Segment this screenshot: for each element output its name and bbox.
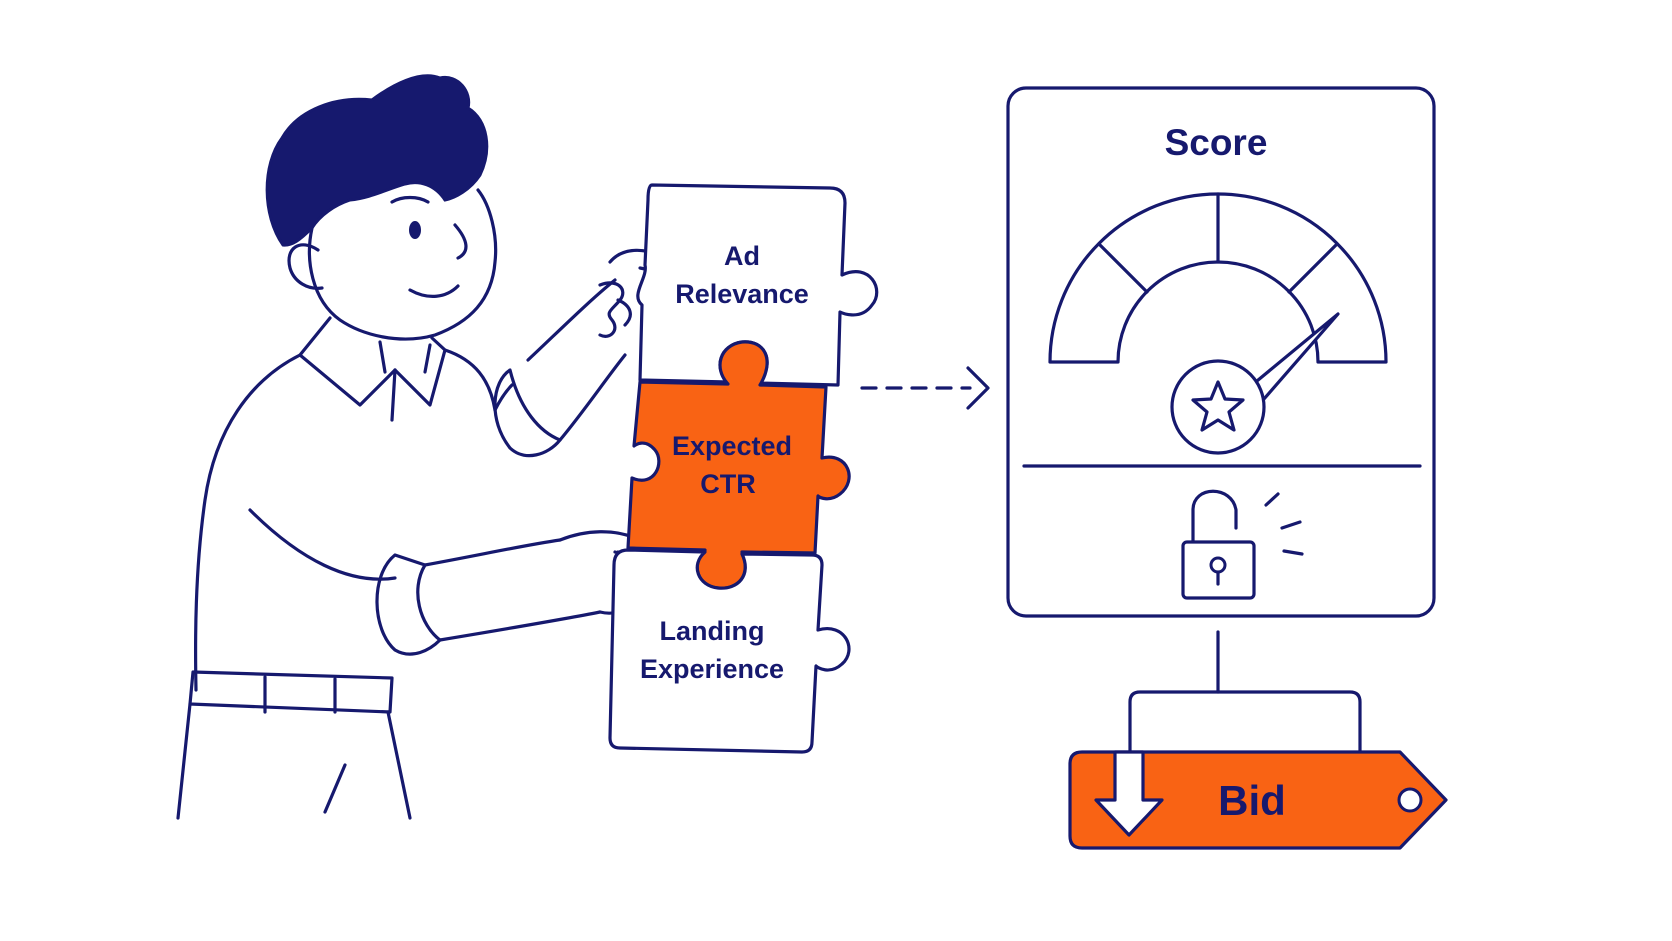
gauge-tick-1 (1097, 242, 1149, 294)
collar (298, 316, 447, 407)
face-outline (307, 188, 498, 341)
nose (453, 223, 468, 260)
leg-left (176, 702, 192, 820)
neck (378, 340, 432, 374)
puzzle-stack: Ad Relevance Expected CTR Landing Experi… (608, 183, 879, 754)
bid-label: Bid (1218, 777, 1286, 824)
padlock-shackle (1191, 489, 1238, 544)
score-panel: Score (1006, 86, 1436, 618)
puzzle-bottom-line2: Experience (640, 654, 784, 684)
puzzle-top-line2: Relevance (675, 279, 809, 309)
sleeve-cuff-upper (493, 368, 562, 458)
puzzle-piece-landing-experience (608, 548, 851, 754)
padlock-body (1181, 540, 1256, 600)
forearm-upper (526, 278, 627, 442)
hair (265, 74, 489, 247)
score-gauge (1048, 192, 1388, 455)
score-title: Score (1165, 122, 1268, 163)
puzzle-top-line1: Ad (724, 241, 760, 271)
puzzle-bottom-line1: Landing (660, 616, 765, 646)
puzzle-piece-expected-ctr (626, 340, 851, 590)
bid-tag: Bid (1068, 750, 1448, 850)
ear (287, 243, 324, 290)
belt (188, 670, 394, 714)
collar-placket (390, 368, 397, 422)
connector-bracket (1128, 690, 1362, 754)
gauge-arc (1048, 192, 1388, 364)
leg-crease (323, 763, 347, 814)
torso-left (193, 353, 302, 692)
gauge-tick-3 (1287, 242, 1339, 294)
smile (408, 284, 460, 298)
bid-tag-hole (1397, 787, 1423, 813)
sleeve-lower (248, 508, 397, 581)
leg-right (386, 710, 412, 820)
score-panel-frame (1006, 86, 1436, 618)
unlock-spark-2 (1280, 520, 1302, 530)
gauge-hub (1170, 359, 1266, 455)
bid-tag-shape (1068, 750, 1448, 850)
person-figure (176, 74, 673, 820)
dashed-arrow-head (966, 366, 990, 410)
torso-right (443, 348, 497, 412)
unlock-spark-1 (1264, 492, 1280, 507)
forearm-lower (423, 538, 602, 642)
eyebrow (390, 195, 430, 204)
puzzle-middle-line2: CTR (700, 469, 756, 499)
eye (409, 221, 421, 239)
down-arrow-icon (1094, 750, 1164, 837)
puzzle-middle-line1: Expected (672, 431, 792, 461)
dashed-arrow (860, 366, 990, 410)
sleeve-cuff-lower (375, 553, 442, 656)
unlock-icon (1181, 489, 1304, 600)
star-icon (1191, 380, 1245, 432)
belt-loops (263, 675, 337, 714)
unlock-spark-3 (1282, 549, 1304, 556)
bid-connector (1128, 630, 1362, 754)
